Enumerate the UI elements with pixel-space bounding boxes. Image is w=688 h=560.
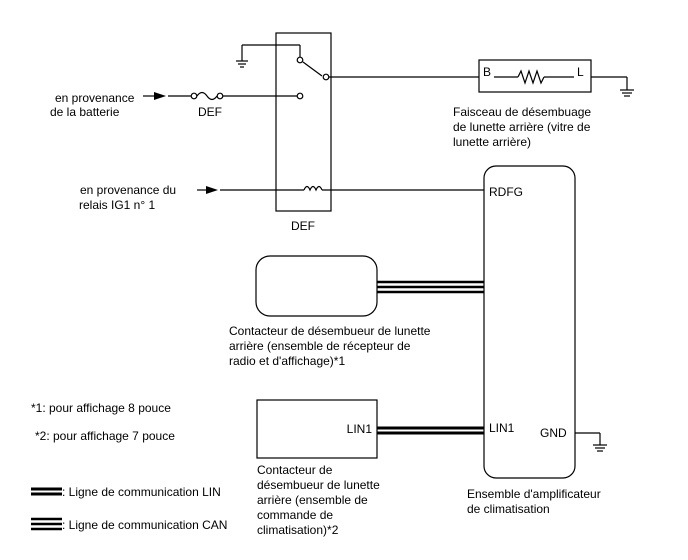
ac-control-switch-box — [256, 399, 378, 459]
ig1-label: en provenance du relais IG1 n° 1 — [79, 183, 176, 212]
gnd-label: GND — [540, 426, 567, 440]
amp-ground-icon — [575, 432, 607, 452]
amp-label: Ensemble d'amplificateur de climatisatio… — [467, 487, 601, 516]
svg-text:en provenance du: en provenance du — [80, 183, 176, 197]
svg-text:radio et d'affichage)*1: radio et d'affichage)*1 — [229, 354, 345, 368]
svg-text:relais IG1 n° 1: relais IG1 n° 1 — [79, 198, 155, 212]
legend-can-symbol — [31, 517, 62, 531]
radio-display-switch-box — [255, 255, 378, 317]
def-relay-box — [275, 32, 332, 212]
ig1-arrow-icon — [197, 186, 218, 194]
relay-label: DEF — [291, 219, 315, 233]
fuse-icon — [190, 91, 224, 101]
relay-switch-icon — [296, 45, 330, 81]
svg-text:arrière (ensemble de récepteur: arrière (ensemble de récepteur de — [229, 339, 411, 353]
svg-text:Ensemble d'amplificateur: Ensemble d'amplificateur — [467, 487, 601, 501]
resistor-icon — [494, 69, 574, 85]
lin-line — [377, 426, 484, 435]
svg-text:Faisceau de désembuage: Faisceau de désembuage — [453, 105, 591, 119]
svg-text:arrière (ensemble de: arrière (ensemble de — [257, 493, 368, 507]
switch-lin1-label: LIN1 — [347, 422, 373, 436]
svg-text:désembueur de lunette: désembueur de lunette — [257, 478, 380, 492]
legend-lin-symbol — [31, 487, 62, 496]
radio-switch-label: Contacteur de désembueur de lunette arri… — [229, 324, 431, 368]
battery-label: en provenance de la batterie — [50, 91, 135, 119]
svg-text:climatisation)*2: climatisation)*2 — [257, 523, 339, 537]
rdfg-label: RDFG — [489, 185, 523, 199]
svg-text:lunette arrière): lunette arrière) — [453, 135, 531, 149]
svg-text:Contacteur de désembueur de lu: Contacteur de désembueur de lunette — [229, 324, 431, 338]
ac-switch-label: Contacteur de désembueur de lunette arri… — [257, 463, 380, 537]
harness-ground-icon — [591, 76, 634, 97]
harness-label: Faisceau de désembuage de lunette arrièr… — [453, 105, 591, 149]
battery-arrow-icon — [143, 92, 166, 100]
legend-lin-label: : Ligne de communication LIN — [62, 485, 221, 499]
relay-contact-icon — [296, 92, 304, 100]
relay-coil-icon — [303, 185, 323, 192]
svg-text:de climatisation: de climatisation — [467, 502, 550, 516]
ac-amplifier-box — [483, 165, 576, 479]
note-2: *2: pour affichage 7 pouce — [35, 429, 175, 443]
legend-can-label: : Ligne de communication CAN — [62, 518, 227, 532]
can-line — [377, 280, 484, 294]
svg-text:commande de: commande de — [257, 508, 333, 522]
note-1: *1: pour affichage 8 pouce — [31, 401, 171, 415]
relay-ground-icon — [236, 44, 300, 68]
harness-b-label: B — [483, 65, 491, 79]
amp-lin1-label: LIN1 — [489, 421, 515, 435]
svg-text:de lunette arrière (vitre de: de lunette arrière (vitre de — [453, 120, 591, 134]
fuse-label: DEF — [198, 105, 222, 119]
svg-text:de la batterie: de la batterie — [50, 105, 120, 119]
svg-text:Contacteur de: Contacteur de — [257, 463, 333, 477]
harness-l-label: L — [577, 65, 584, 79]
svg-text:en provenance: en provenance — [55, 91, 135, 105]
